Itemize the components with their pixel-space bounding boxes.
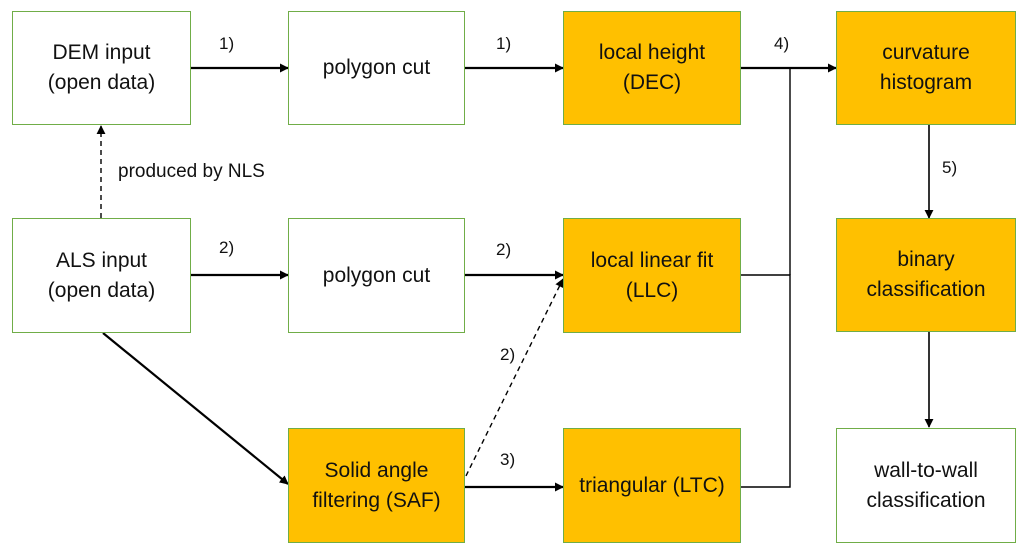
label-saf-to-llc: 2) [500, 345, 516, 364]
local-linear-fit-box: local linear fit (LLC) [563, 218, 741, 333]
label-cut-to-height: 1) [496, 34, 512, 53]
label-dem-to-cut: 1) [219, 34, 235, 53]
wall-to-wall-box: wall-to-wall classification [836, 428, 1016, 543]
binary-classification-box: binary classification [836, 218, 1016, 332]
curvature-histogram-box: curvature histogram [836, 11, 1016, 125]
arrow-saf-to-llc-dashed [461, 278, 564, 485]
merge-line-llc-ltc [741, 274, 791, 488]
label-als-to-cut: 2) [219, 238, 235, 257]
dem-input-box: DEM input (open data) [12, 11, 191, 125]
label-to-curvature: 4) [774, 34, 790, 53]
triangular-box: triangular (LTC) [563, 428, 741, 543]
als-input-box: ALS input (open data) [12, 218, 191, 333]
label-cut-to-llc: 2) [496, 240, 512, 259]
local-height-box: local height (DEC) [563, 11, 741, 125]
polygon-cut-mid-box: polygon cut [288, 218, 465, 333]
polygon-cut-top-box: polygon cut [288, 11, 465, 125]
solid-angle-filtering-box: Solid angle filtering (SAF) [288, 428, 465, 543]
label-saf-to-ltc: 3) [500, 450, 516, 469]
arrow-als-to-saf [102, 332, 289, 485]
label-curvature-to-binary: 5) [942, 158, 958, 177]
produced-by-note: produced by NLS [118, 161, 265, 182]
